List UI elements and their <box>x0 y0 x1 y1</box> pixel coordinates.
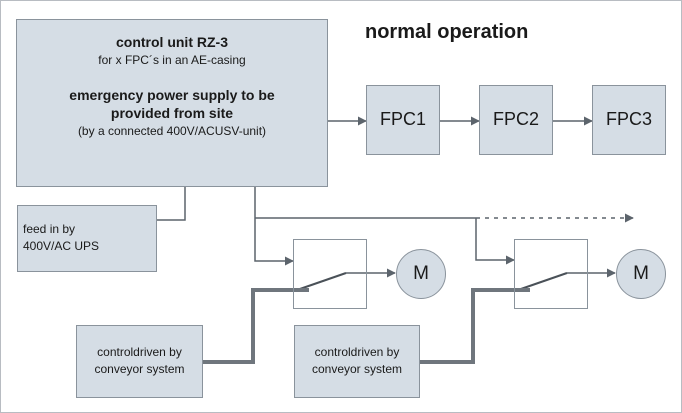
fpc3-box <box>592 85 666 155</box>
emergency-supply-line1: emergency power supply to be <box>69 87 275 103</box>
wire-feed-switch-2 <box>475 218 515 265</box>
control-unit-connection: (by a connected 400V/ACUSV-unit) <box>77 124 267 138</box>
wire-feed-switch-1 <box>254 218 294 266</box>
wire-control-2 <box>420 288 530 364</box>
fpc2-label: FPC2 <box>492 109 539 129</box>
ups-feed-box <box>17 205 157 272</box>
switch-1-box <box>293 239 367 309</box>
control-unit-casing: for x FPC´s in an AE-casing <box>98 53 246 67</box>
control-unit-box <box>16 19 328 187</box>
switch-2-box <box>514 239 588 309</box>
ups-feed-line1: feed in by <box>23 222 76 236</box>
fpc1-box <box>366 85 440 155</box>
conveyor-control-1-line2: conveyor system <box>94 362 185 376</box>
fpc1-label: FPC1 <box>379 109 426 129</box>
conveyor-control-1-line1: controldriven by <box>97 345 182 359</box>
diagram-title: normal operation <box>365 21 529 43</box>
switch-2-contact <box>517 272 568 291</box>
switch-1-contact <box>296 272 347 291</box>
motor-2: M <box>616 249 666 299</box>
ups-feed-line2: 400V/AC UPS <box>23 239 100 253</box>
conveyor-control-2-line1: controldriven by <box>314 345 400 359</box>
control-unit-name: control unit RZ-3 <box>116 34 228 50</box>
wire-control-1 <box>203 288 309 364</box>
conveyor-control-1-box <box>76 325 203 398</box>
fpc2-box <box>479 85 553 155</box>
motor-1: M <box>396 249 446 299</box>
fpc3-label: FPC3 <box>605 109 652 129</box>
emergency-supply-line2: provided from site <box>110 105 234 121</box>
conveyor-control-2-line2: conveyor system <box>311 362 403 376</box>
conveyor-control-2-box <box>294 325 420 398</box>
